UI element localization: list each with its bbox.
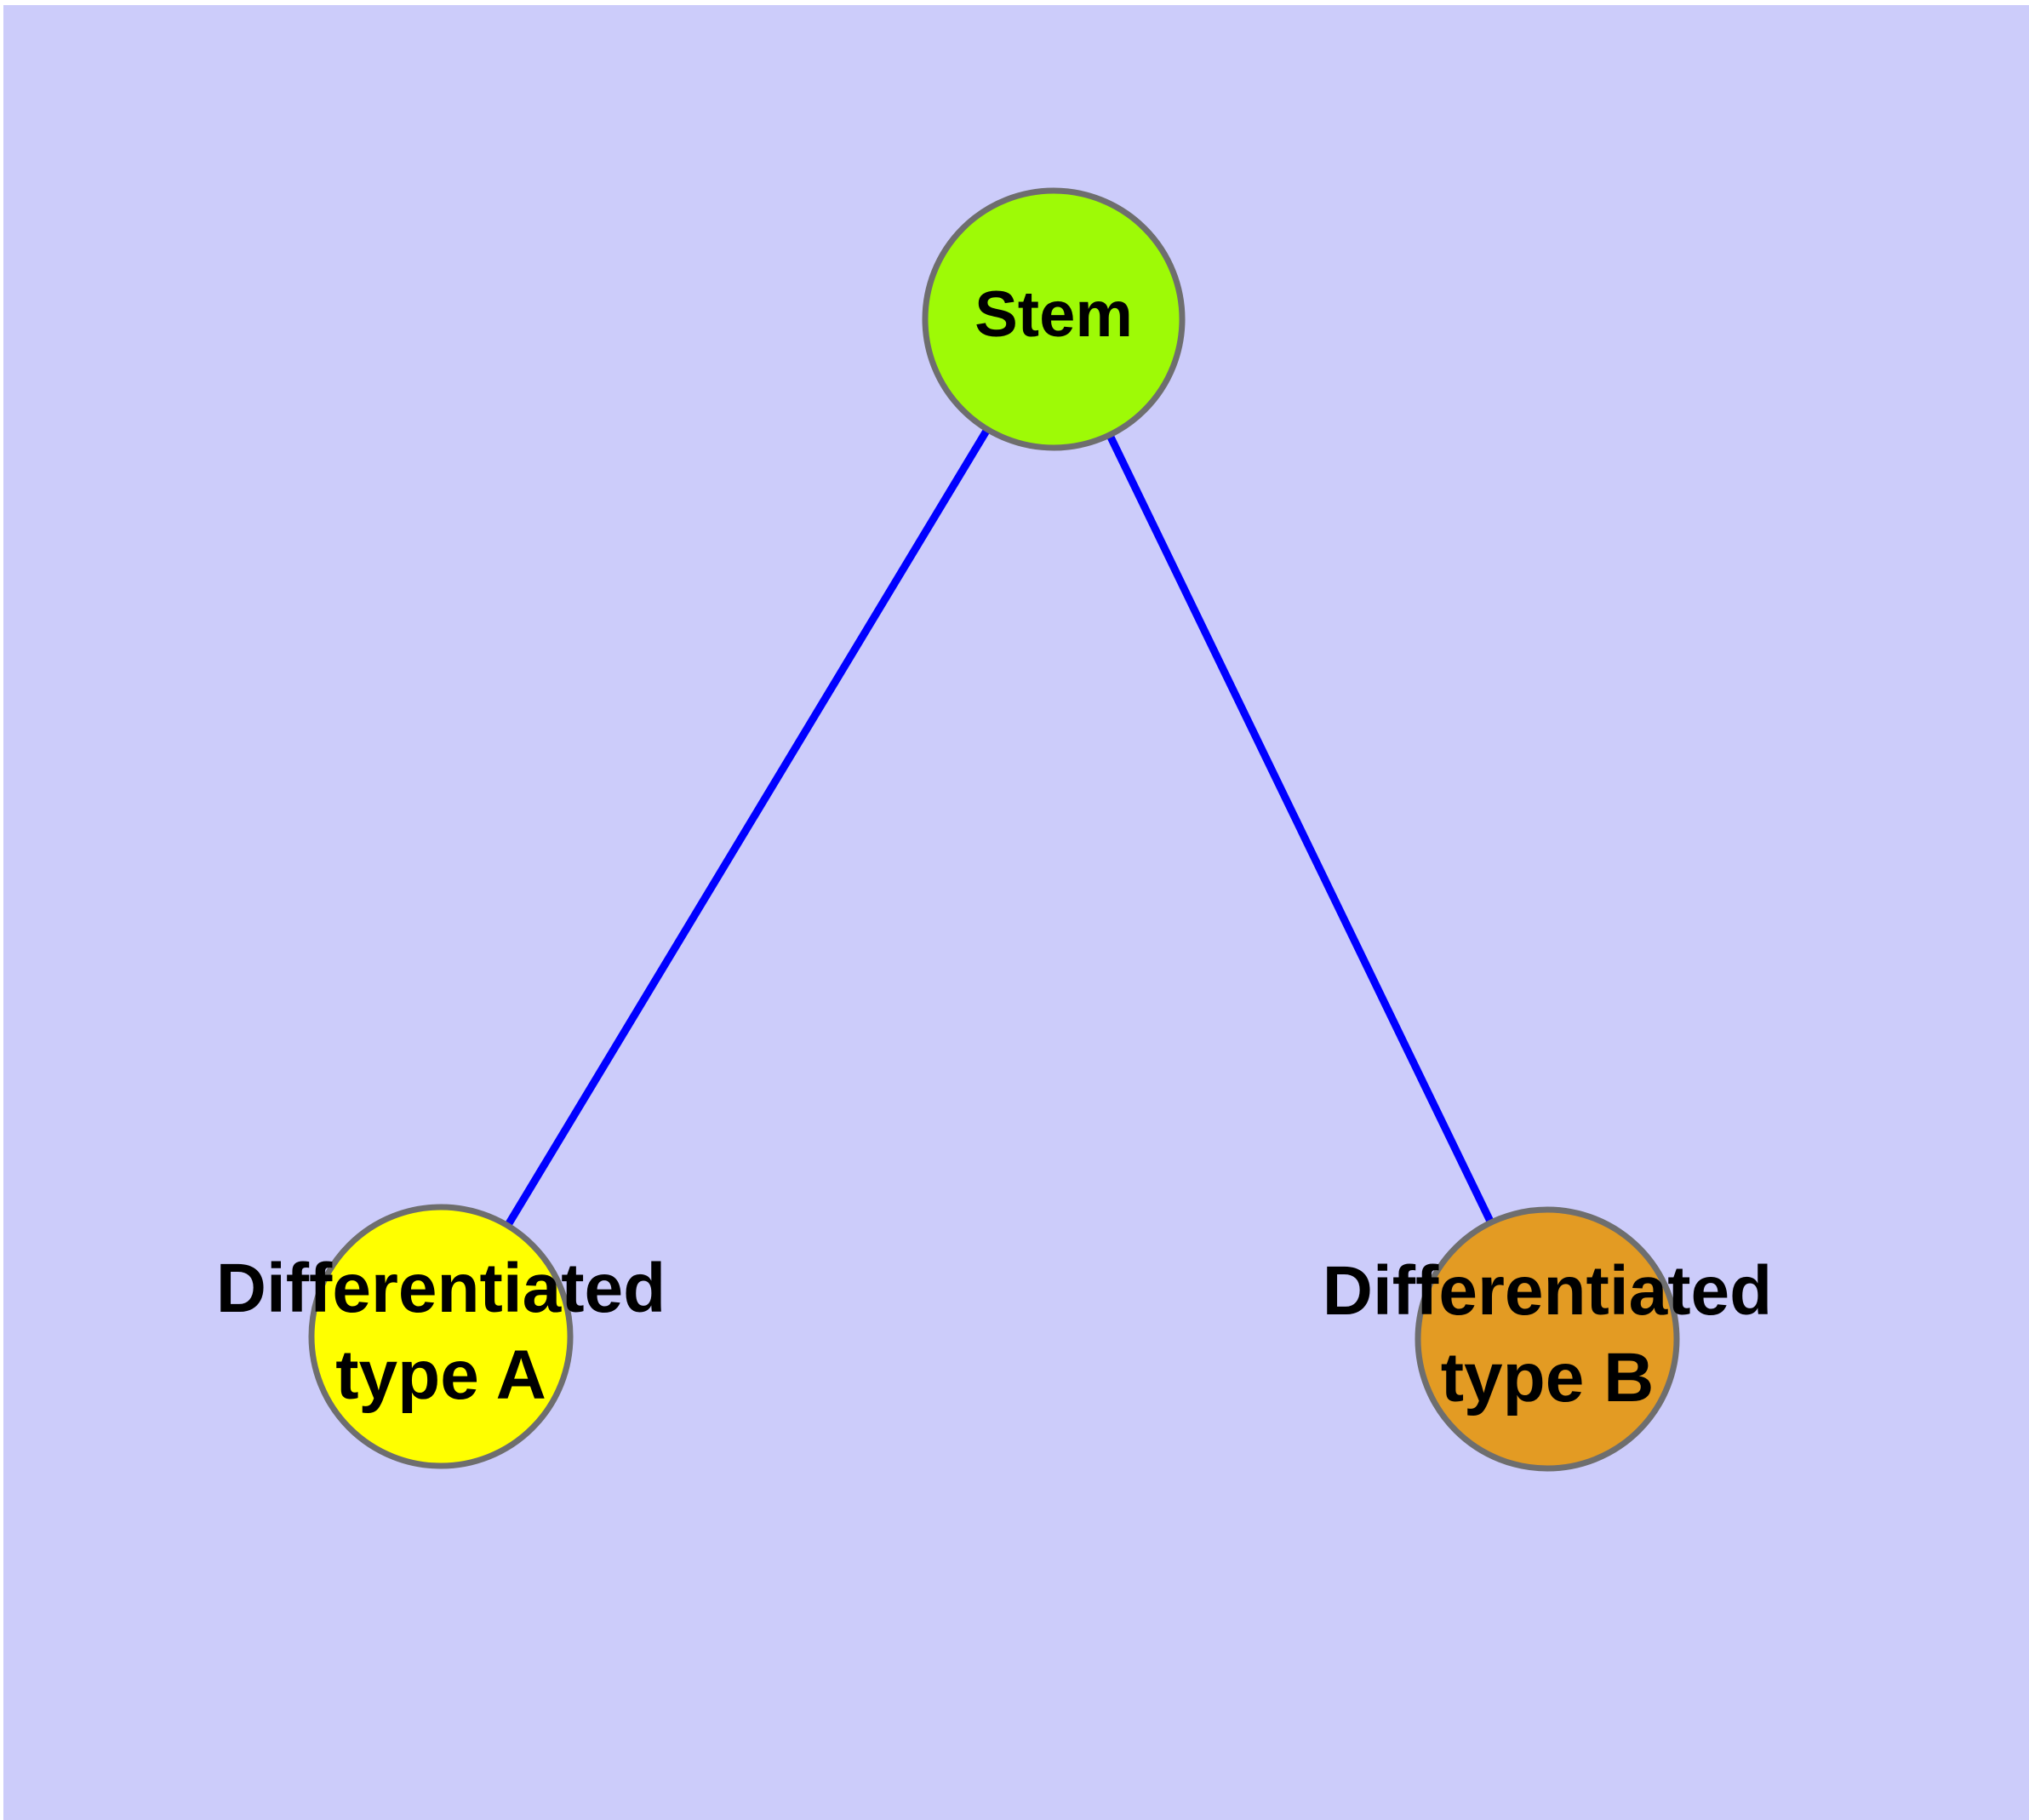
graph-edge-stem-to-diff_b xyxy=(1049,318,1494,1223)
graph-node-stem[interactable] xyxy=(922,187,1186,451)
node-label-line: Differentiated xyxy=(1323,1252,1773,1330)
node-label-line: Stem xyxy=(974,278,1133,351)
node-label-stem: Stem xyxy=(974,278,1133,351)
node-label-line: type A xyxy=(335,1336,546,1413)
graph-node-diff_b[interactable] xyxy=(1415,1206,1680,1472)
node-label-line: Differentiated xyxy=(216,1250,666,1327)
node-layer xyxy=(308,187,1680,1472)
node-label-diff_b: Differentiated type B xyxy=(1323,1252,1773,1417)
edge-layer xyxy=(505,317,1494,1227)
graph-node-diff_a[interactable] xyxy=(308,1204,574,1469)
node-label-diff_a: Differentiated type A xyxy=(216,1250,666,1414)
graph-edge-stem-to-diff_a xyxy=(505,317,1057,1227)
node-label-line: type B xyxy=(1441,1338,1655,1416)
